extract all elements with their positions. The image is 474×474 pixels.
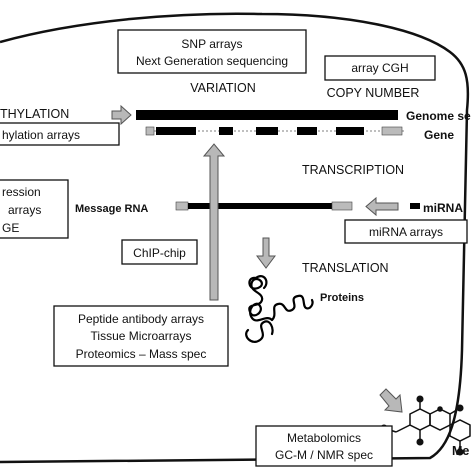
gene-exon bbox=[256, 127, 278, 135]
expression-box-line1: ression bbox=[2, 185, 41, 199]
variation-label: VARIATION bbox=[190, 81, 256, 95]
mirna-arrays-label: miRNA arrays bbox=[369, 225, 443, 239]
gene-exon bbox=[219, 127, 233, 135]
gene-exon bbox=[156, 127, 196, 135]
gene-label: Gene bbox=[424, 128, 454, 142]
protein-methods-frame bbox=[53, 305, 229, 367]
gene-utr-right bbox=[381, 126, 403, 136]
copy-number-label: COPY NUMBER bbox=[327, 86, 420, 100]
proteins-label: Proteins bbox=[320, 292, 364, 304]
array-cgh-frame bbox=[324, 55, 436, 81]
variation-box: SNP arrays Next Generation sequencing bbox=[117, 29, 307, 74]
cell-outline bbox=[0, 12, 470, 464]
chip-chip-label: ChIP-chip bbox=[133, 246, 186, 260]
variation-box-line2: Next Generation sequencing bbox=[136, 54, 288, 68]
methylation-arrow bbox=[111, 104, 132, 126]
mirna-arrow bbox=[365, 196, 399, 217]
metabolomics-frame bbox=[255, 425, 393, 467]
protein-methods-box: Peptide antibody arrays Tissue Microarra… bbox=[53, 305, 229, 367]
methylation-label: THYLATION bbox=[0, 107, 69, 121]
metabolism-arrow bbox=[379, 388, 403, 413]
expression-box-line3: GE bbox=[2, 221, 19, 235]
expression-box: ression arrays GE bbox=[0, 179, 69, 239]
translation-arrow bbox=[256, 237, 276, 269]
mirna-strand bbox=[410, 203, 420, 209]
transcription-label: TRANSCRIPTION bbox=[302, 163, 404, 177]
array-cgh-box: array CGH bbox=[324, 55, 436, 81]
gene-exon bbox=[336, 127, 364, 135]
variation-box-line1: SNP arrays bbox=[181, 37, 242, 51]
protein-methods-line1: Peptide antibody arrays bbox=[78, 312, 204, 326]
protein-icon bbox=[245, 275, 314, 343]
gene-exon bbox=[297, 127, 317, 135]
genome-sequence-bar bbox=[136, 110, 398, 120]
methylation-arrays-label: hylation arrays bbox=[2, 128, 80, 142]
gene-utr-left bbox=[145, 126, 155, 136]
mrna-strand bbox=[188, 203, 332, 209]
chip-chip-frame bbox=[121, 239, 198, 265]
metabolomics-line2: GC-M / NMR spec bbox=[275, 448, 373, 462]
translation-label: TRANSLATION bbox=[302, 261, 389, 275]
expression-box-frame bbox=[0, 179, 69, 239]
genome-label: Genome se bbox=[406, 109, 471, 123]
metabolomics-box: Metabolomics GC-M / NMR spec bbox=[255, 425, 393, 467]
mrna-cap-left bbox=[175, 201, 189, 211]
methylation-arrays-frame bbox=[0, 122, 120, 146]
protein-methods-line2: Tissue Microarrays bbox=[91, 329, 192, 343]
protein-methods-line3: Proteomics – Mass spec bbox=[76, 347, 207, 361]
metabolite-label: Me bbox=[452, 444, 469, 458]
message-rna-label: Message RNA bbox=[75, 203, 148, 215]
metabolomics-line1: Metabolomics bbox=[287, 431, 361, 445]
mirna-arrays-frame bbox=[344, 219, 468, 244]
transcription-arrow bbox=[202, 143, 226, 301]
gene-track bbox=[145, 126, 404, 136]
array-cgh-label: array CGH bbox=[351, 61, 408, 75]
mrna-tail-right bbox=[331, 201, 353, 211]
variation-box-frame bbox=[117, 29, 307, 74]
expression-box-line2: arrays bbox=[8, 203, 41, 217]
mirna-label: miRNA bbox=[423, 201, 463, 215]
